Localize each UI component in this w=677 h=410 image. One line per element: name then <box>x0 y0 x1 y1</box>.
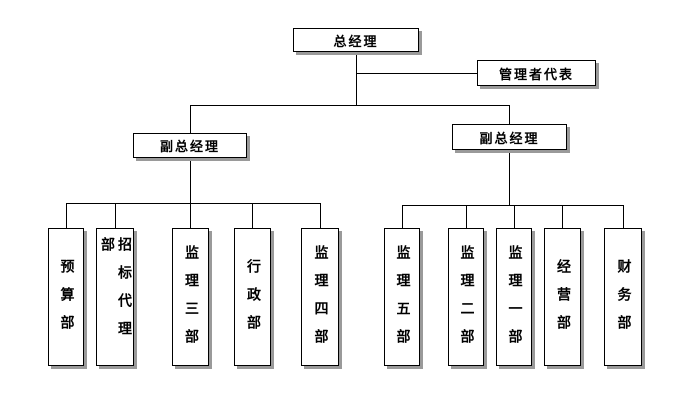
connector-right-stub-5 <box>623 205 624 228</box>
connector-right-stub-3 <box>514 205 515 228</box>
connector-right-horizontal <box>402 205 623 206</box>
connector-right-stub-2 <box>466 205 467 228</box>
connector-root-down <box>356 52 357 105</box>
connector-right-stub-1 <box>402 205 403 228</box>
connector-right-deputy-top <box>509 105 510 124</box>
connector-left-stub-3 <box>190 203 191 228</box>
box-dept-supervision-1: 监理一部 <box>496 228 532 366</box>
connector-left-stub-2 <box>115 203 116 228</box>
connector-left-stub-4 <box>252 203 253 228</box>
connector-to-management-rep <box>356 73 477 74</box>
connector-left-deputy-down <box>190 158 191 203</box>
box-dept-supervision-5: 监理五部 <box>384 228 420 366</box>
box-general-manager: 总经理 <box>293 28 419 52</box>
connector-left-horizontal <box>66 203 321 204</box>
box-deputy-general-manager-right: 副总经理 <box>452 124 567 150</box>
box-management-representative: 管理者代表 <box>477 60 596 86</box>
connector-right-deputy-down <box>509 150 510 205</box>
box-dept-budget: 预算部 <box>48 228 84 366</box>
box-dept-finance: 财务部 <box>604 228 642 366</box>
connector-left-stub-1 <box>66 203 67 228</box>
connector-left-deputy-top <box>190 105 191 133</box>
box-deputy-general-manager-left: 副总经理 <box>133 133 247 158</box>
box-dept-bidding-agency: 招标代理部 <box>96 228 134 366</box>
connector-left-stub-5 <box>320 203 321 228</box>
box-dept-administration: 行政部 <box>234 228 271 366</box>
box-dept-supervision-3: 监理三部 <box>172 228 209 366</box>
box-dept-operations: 经营部 <box>544 228 581 366</box>
box-dept-supervision-4: 监理四部 <box>301 228 339 366</box>
connector-main-horizontal <box>190 105 510 106</box>
connector-right-stub-4 <box>562 205 563 228</box>
box-dept-supervision-2: 监理二部 <box>448 228 484 366</box>
